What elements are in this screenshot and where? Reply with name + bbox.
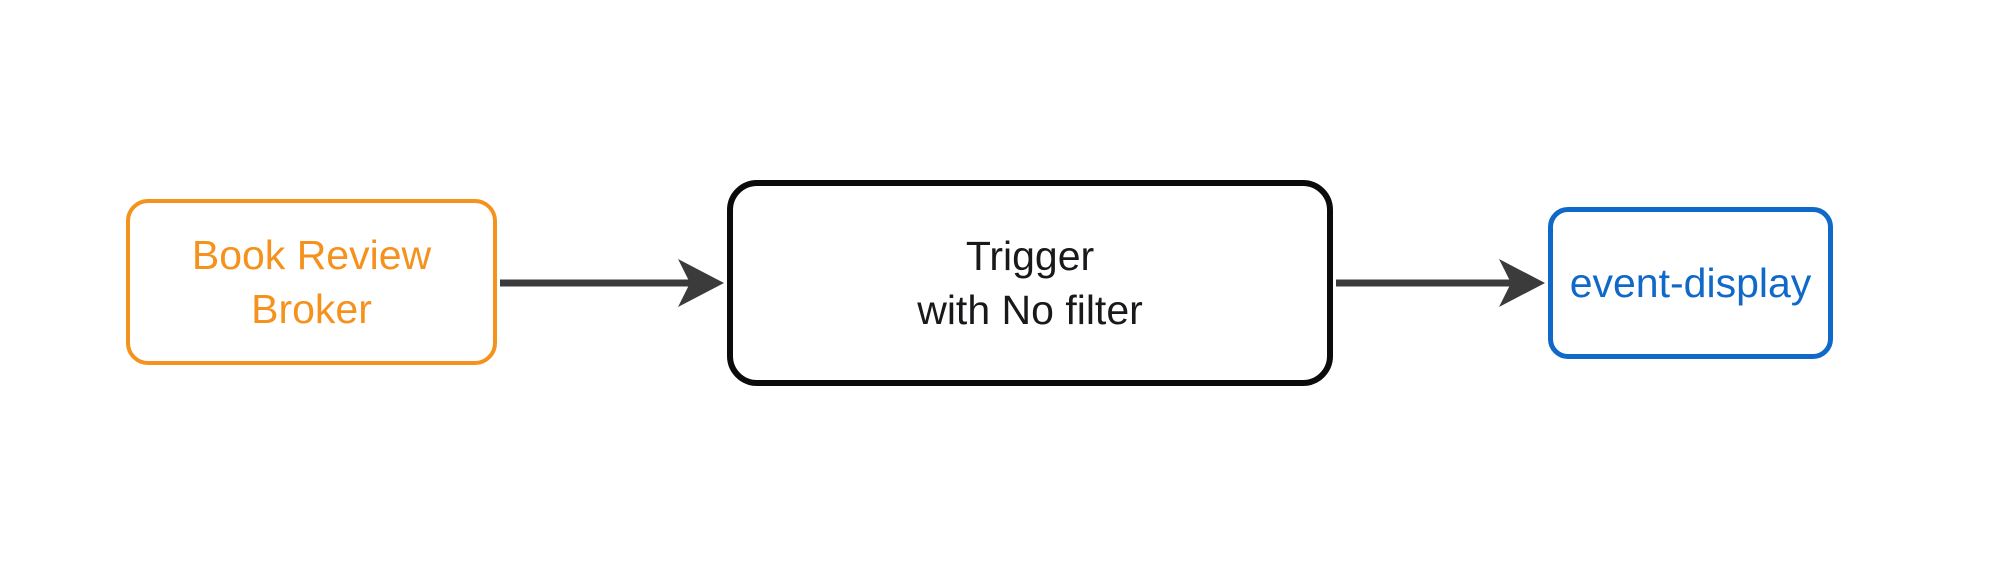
- node-book-review-broker[interactable]: Book Review Broker: [126, 199, 497, 365]
- edge-trigger-to-event-display-arrowhead: [1499, 259, 1545, 307]
- node-trigger-label-line1: Trigger: [965, 232, 1095, 279]
- node-broker-label-line2: Broker: [251, 286, 372, 332]
- node-event-display-label: event-display: [1569, 259, 1812, 306]
- node-event-display[interactable]: event-display: [1548, 207, 1833, 359]
- node-trigger[interactable]: Trigger with No filter: [727, 180, 1333, 386]
- node-broker-label-line1: Book Review: [191, 231, 432, 278]
- edge-broker-to-trigger-arrowhead: [678, 259, 724, 307]
- node-trigger-label-line2: with No filter: [917, 287, 1143, 333]
